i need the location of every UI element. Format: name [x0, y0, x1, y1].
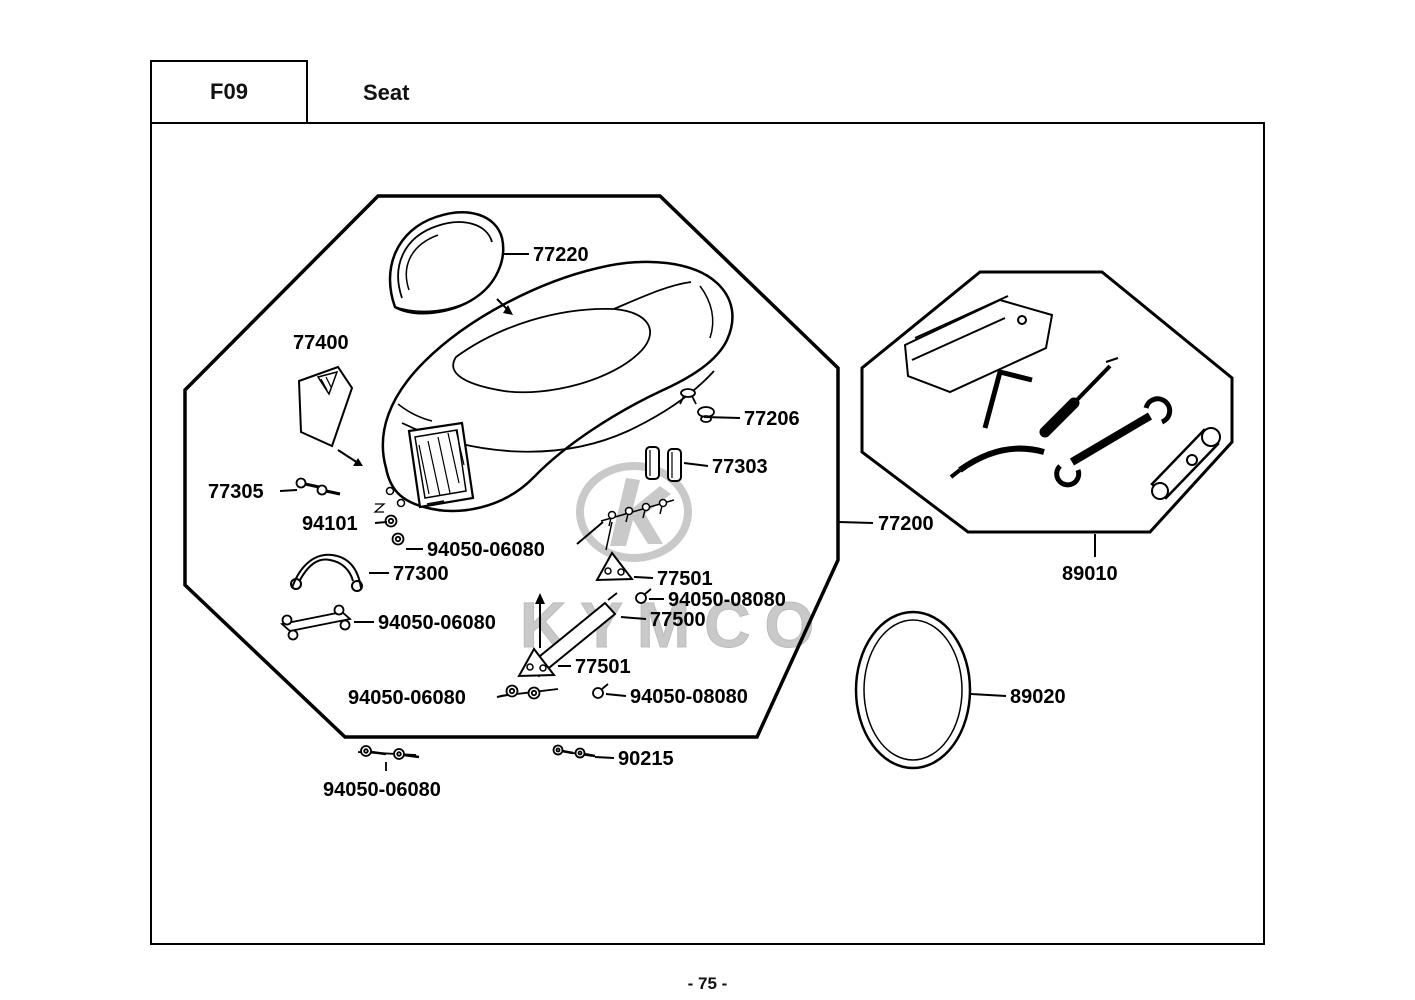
- content-border: [150, 122, 1265, 945]
- tool-kit-drawing: [903, 295, 1221, 500]
- part-label-77206: 77206: [744, 408, 800, 430]
- part-label-77500: 77500: [650, 609, 706, 631]
- main-group-octagon-frame: [183, 194, 840, 739]
- seat-assembly-drawing: [381, 260, 734, 513]
- assembly-arrows: [337, 298, 545, 648]
- part-label-77300: 77300: [393, 563, 449, 585]
- part-label-77303: 77303: [712, 456, 768, 478]
- part-77305-drawing: [295, 477, 341, 496]
- z-mark: [373, 503, 386, 513]
- part-94050-08080-b-bolt-drawing: [592, 683, 609, 699]
- part-label-77501-a: 77501: [657, 568, 713, 590]
- seat-ring-drawing: [854, 610, 972, 770]
- part-label-94050-06080-b: 94050-06080: [378, 612, 496, 634]
- curved-wrench-drawing: [958, 445, 1045, 473]
- part-label-89020: 89020: [1010, 686, 1066, 708]
- part-77501-lower-bracket-drawing: [517, 647, 556, 678]
- part-label-77400: 77400: [293, 332, 349, 354]
- part-94050-06080-d-screws-drawing: [357, 745, 420, 771]
- part-labels: 77220 77400 77206 77303 77305 94101 9405…: [208, 244, 1118, 801]
- kymco-logo-oval-icon: [576, 462, 692, 562]
- section-code-box: F09: [150, 60, 308, 124]
- part-94050-06080-b-plate-drawing: [280, 604, 352, 641]
- part-label-94050-06080-d: 94050-06080: [323, 779, 441, 801]
- open-end-wrench-drawing: [1069, 412, 1153, 466]
- part-label-90215: 90215: [618, 748, 674, 770]
- screwdriver-shaft-drawing: [1072, 364, 1112, 405]
- part-label-94050-08080-a: 94050-08080: [668, 589, 786, 611]
- kymco-watermark: KYMCO: [520, 462, 815, 662]
- kymco-logo-k-icon: [610, 478, 671, 546]
- part-94050-08080-a-bolt-drawing: [635, 588, 652, 604]
- part-94050-06080-a-washer-drawing: [391, 532, 405, 546]
- part-label-77501-b: 77501: [575, 656, 631, 678]
- part-94101-washer-drawing: [373, 503, 398, 528]
- leader-lines: [279, 253, 1096, 759]
- toolkit-octagon-frame: [860, 270, 1234, 534]
- section-code: F09: [210, 79, 248, 104]
- part-label-77305: 77305: [208, 481, 264, 503]
- part-77300-bracket-drawing: [290, 553, 363, 592]
- part-label-89010: 89010: [1062, 563, 1118, 585]
- part-label-77200: 77200: [878, 513, 934, 535]
- backrest-pad-drawing: [388, 211, 505, 315]
- page-number: - 75 -: [687, 974, 728, 993]
- cover-77400-drawing: [297, 365, 354, 448]
- part-label-94050-06080-c: 94050-06080: [348, 687, 466, 709]
- part-label-94050-06080-a: 94050-06080: [427, 539, 545, 561]
- part-label-77220: 77220: [533, 244, 589, 266]
- hex-key-drawing: [982, 368, 1033, 429]
- part-90215-screws-drawing: [552, 744, 596, 759]
- part-94050-06080-c-washers-drawing: [499, 684, 559, 700]
- part-77303-drawing: [645, 446, 682, 482]
- part-77501-upper-bracket-drawing: [595, 551, 634, 582]
- part-label-94050-08080-b: 94050-08080: [630, 686, 748, 708]
- hinge-bolt-row-drawing: [600, 498, 675, 551]
- screwdriver-handle-drawing: [1039, 397, 1080, 438]
- part-label-94101: 94101: [302, 513, 358, 535]
- section-title: Seat: [363, 80, 410, 105]
